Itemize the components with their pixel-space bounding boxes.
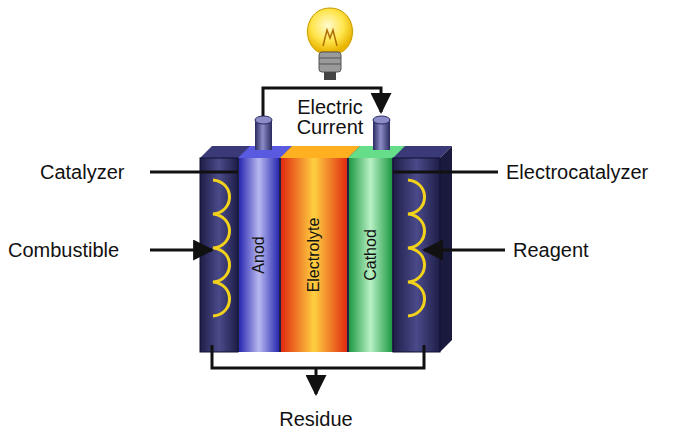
band-label: Cathod [362, 229, 380, 281]
output-label: Residue [279, 408, 352, 430]
residue-arrow [315, 368, 318, 394]
part-label: Reagent [513, 239, 589, 261]
band-label: Electrolyte [305, 218, 323, 293]
anode-band: Anod [238, 158, 280, 352]
part-label: Combustible [8, 239, 119, 261]
part-label: Catalyzer [40, 161, 124, 183]
current-label: Electric Current [287, 97, 373, 137]
coil [408, 180, 425, 316]
reagent-chamber [393, 158, 440, 352]
part-label: Electrocatalyzer [506, 161, 648, 183]
band-label: Anod [250, 236, 268, 273]
electrolyte-band: Electrolyte [280, 158, 348, 352]
fuel-chamber [200, 158, 238, 352]
cell-top-face [200, 146, 452, 158]
light-bulb [306, 8, 354, 80]
coil [213, 180, 230, 316]
cathode-band: Cathod [348, 158, 393, 352]
